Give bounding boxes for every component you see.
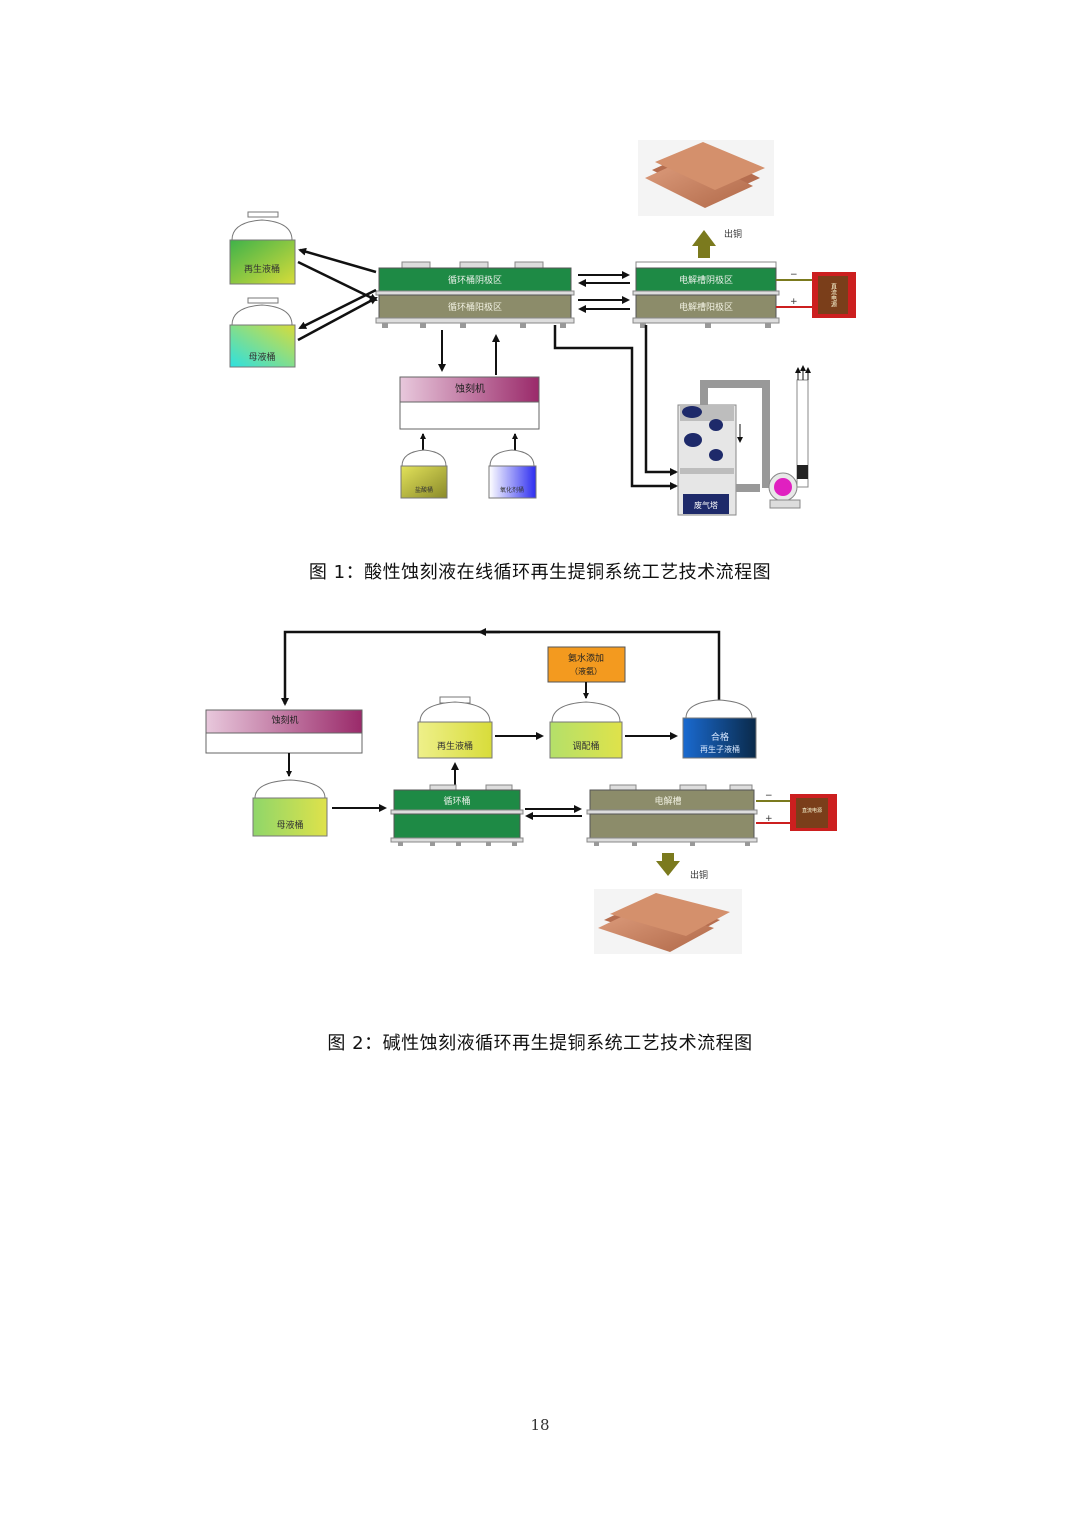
figure-1: 出铜 再生液桶 母液桶 循环桶阴极区 循环桶 <box>229 140 856 516</box>
copper-out-2-label: 出铜 <box>690 869 708 881</box>
oxidant-tank-label: 氧化剂桶 <box>500 486 524 494</box>
figure-2: 氨水添加 （液氨） 蚀刻机 母液桶 再生液桶 <box>205 628 837 954</box>
elec-2-label: 电解槽 <box>654 795 681 807</box>
acid-tank: 盐酸桶 <box>400 449 448 499</box>
circ-2-label: 循环桶 <box>443 795 470 807</box>
plus-2-label: + <box>765 814 773 824</box>
acid-tank-label: 盐酸桶 <box>415 486 433 494</box>
regen-tank: 再生液桶 <box>229 211 296 285</box>
ammonia-label-2: （液氨） <box>570 666 602 676</box>
electrolysis-cell: 电解槽阴极区 电解槽阳极区 <box>632 261 780 328</box>
qualified-tank: 合格 再生子液桶 <box>682 699 757 759</box>
regen-2-label: 再生液桶 <box>437 740 473 752</box>
figure-1-caption: 图 1：酸性蚀刻液在线循环再生提铜系统工艺技术流程图 <box>308 562 772 583</box>
mother-tank-2: 母液桶 <box>252 779 328 837</box>
qualified-label-1: 合格 <box>711 731 729 743</box>
qualified-label-2: 再生子液桶 <box>700 744 740 754</box>
copper-out-label: 出铜 <box>724 228 742 240</box>
etcher-2-label: 蚀刻机 <box>271 714 298 726</box>
minus-2-label: − <box>765 791 773 801</box>
ammonia-box: 氨水添加 （液氨） <box>547 646 626 683</box>
tank-flow-arrows <box>297 247 378 342</box>
minus-label: − <box>790 270 798 280</box>
mother-tank: 母液桶 <box>229 297 296 368</box>
page-number: 18 <box>530 1416 550 1434</box>
copper-sheets-image-2 <box>594 889 742 954</box>
oxidant-tank: 氧化剂桶 <box>488 449 537 499</box>
exhaust-lines <box>553 325 678 490</box>
mix-label: 调配桶 <box>572 740 599 752</box>
plus-label: + <box>790 297 798 307</box>
dc-power-label: 直流电源 <box>830 282 837 308</box>
dc-power-2-label: 直流电源 <box>802 807 822 814</box>
scrubber-label: 废气塔 <box>694 500 718 510</box>
mix-tank: 调配桶 <box>549 701 623 759</box>
copper-sheets-image <box>638 140 774 216</box>
mother-2-label: 母液桶 <box>276 819 303 831</box>
return-loop-arrow <box>281 628 721 706</box>
etching-machine-2: 蚀刻机 <box>205 709 363 754</box>
elec-anode-label: 电解槽阳极区 <box>679 301 733 313</box>
copper-out-arrow <box>692 230 716 258</box>
circ-anode-label: 循环桶阳极区 <box>448 301 502 313</box>
ammonia-label-1: 氨水添加 <box>568 652 604 664</box>
etching-machine: 蚀刻机 <box>399 376 540 430</box>
scrubber-tower: 废气塔 <box>677 365 811 516</box>
dc-power-supply: 直流电源 <box>812 272 856 318</box>
figure-2-caption: 图 2：碱性蚀刻液循环再生提铜系统工艺技术流程图 <box>327 1033 753 1054</box>
mother-tank-label: 母液桶 <box>248 351 275 363</box>
dc-power-supply-2: 直流电源 <box>790 794 837 831</box>
circ-elec-arrows <box>578 271 630 313</box>
etcher-label: 蚀刻机 <box>455 382 485 395</box>
stack-exhaust-arrows <box>795 365 811 380</box>
elec-cathode-label: 电解槽阴极区 <box>679 274 733 286</box>
electrolysis-cell-2: 电解槽 <box>586 784 758 846</box>
copper-out-arrow-2 <box>656 853 680 876</box>
circ-cathode-label: 循环桶阴极区 <box>448 274 502 286</box>
circulation-tank: 循环桶阴极区 循环桶阳极区 <box>375 261 575 328</box>
regen-tank-label: 再生液桶 <box>244 263 280 275</box>
circulation-tank-2: 循环桶 <box>390 784 524 846</box>
regen-tank-2: 再生液桶 <box>417 696 493 759</box>
